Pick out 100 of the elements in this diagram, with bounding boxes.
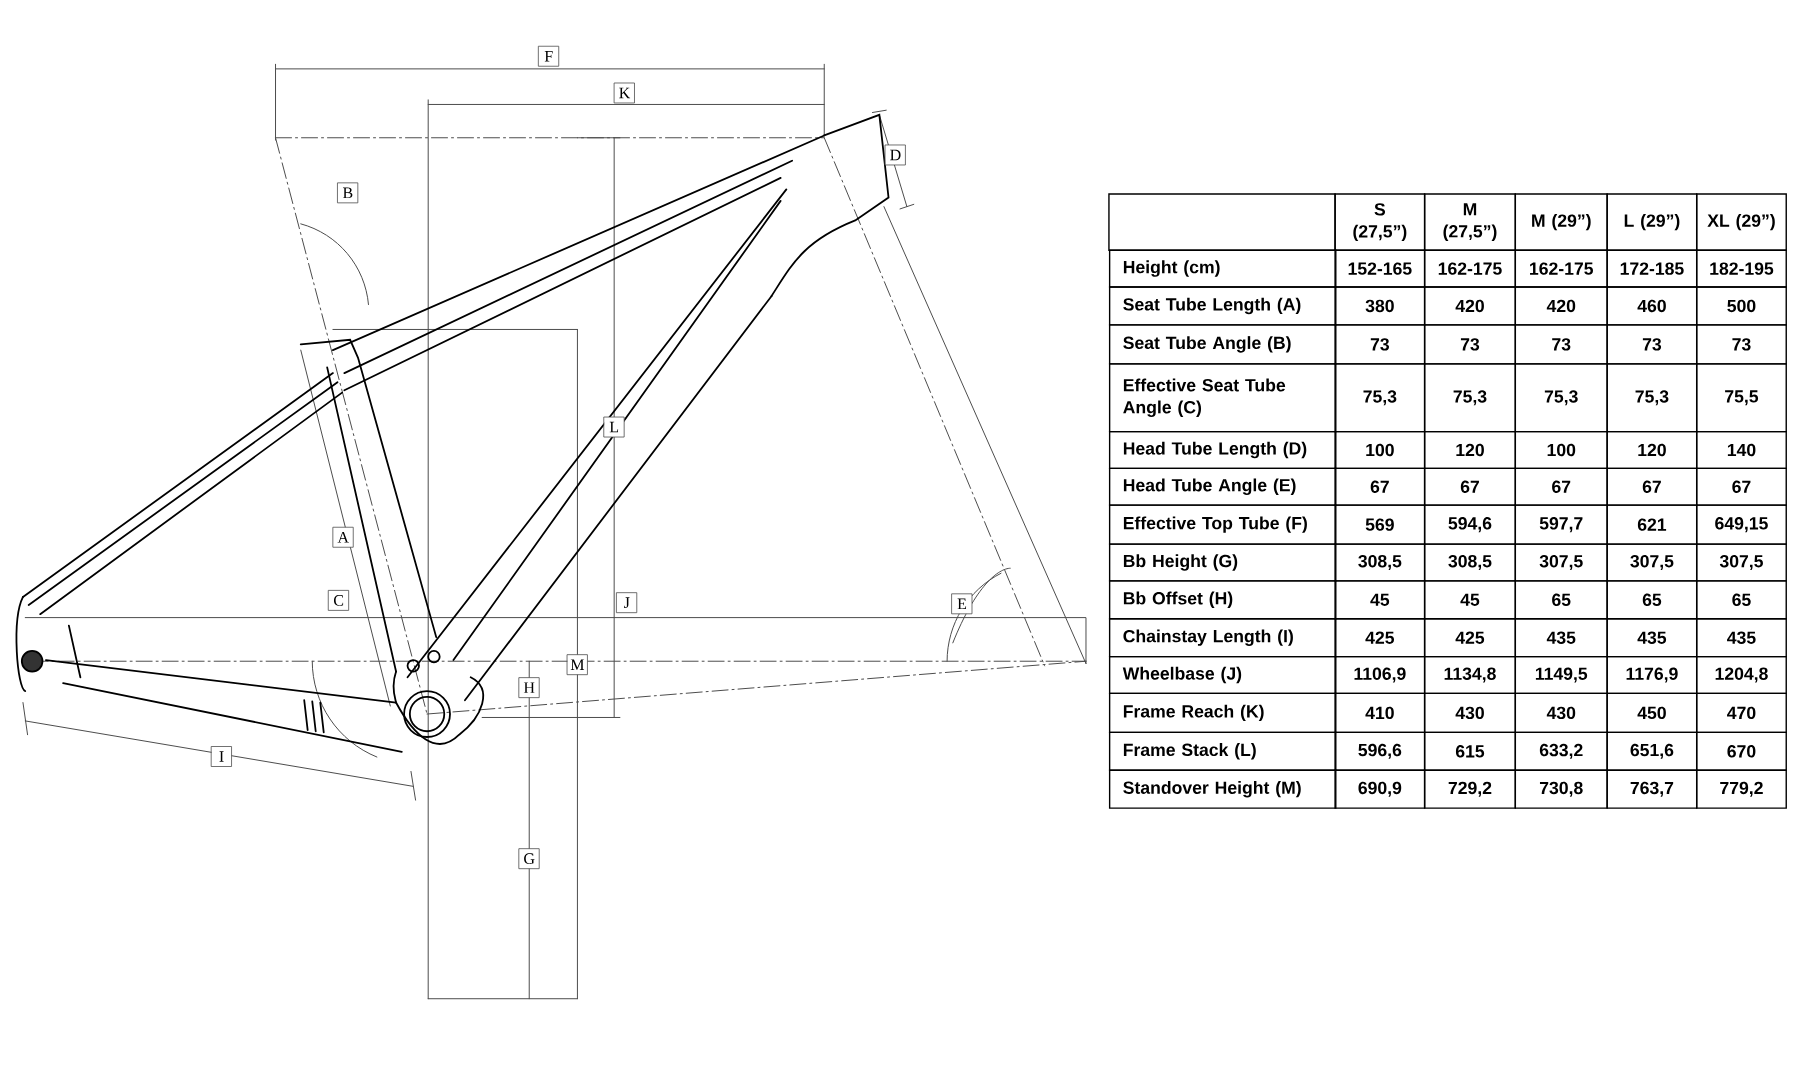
table-cell: 649,15 [1696, 504, 1787, 545]
table-cell: 729,2 [1423, 769, 1516, 809]
table-cell: 1106,9 [1334, 655, 1426, 694]
table-cell: 470 [1696, 692, 1787, 733]
row-header: Frame Stack (L) [1108, 731, 1337, 771]
dimension-letter: D [885, 144, 906, 166]
table-cell: 380 [1334, 286, 1426, 326]
column-header: L (29”) [1606, 193, 1698, 251]
dimension-letter: K [614, 82, 635, 104]
row-header: Head Tube Angle (E) [1108, 467, 1337, 506]
table-cell: 730,8 [1514, 769, 1608, 809]
table-cell: 162-175 [1423, 249, 1516, 288]
table-cell: 596,6 [1334, 731, 1426, 771]
table-cell: 73 [1334, 324, 1426, 365]
table-cell: 140 [1696, 430, 1787, 469]
row-header: Bb Height (G) [1108, 543, 1337, 582]
table-cell: 73 [1423, 324, 1516, 365]
column-header: XL (29”) [1696, 193, 1787, 251]
table-cell: 435 [1606, 617, 1698, 658]
table-cell: 162-175 [1514, 249, 1608, 288]
dimension-letter: B [337, 182, 359, 204]
row-header: Frame Reach (K) [1108, 692, 1337, 733]
table-cell: 621 [1606, 504, 1698, 545]
table-cell: 75,5 [1696, 363, 1787, 433]
dimension-letter: G [518, 848, 540, 869]
table-cell: 100 [1514, 430, 1608, 469]
dimension-letter: E [951, 593, 973, 615]
dimension-letter: J [616, 592, 638, 613]
table-cell: 450 [1606, 692, 1698, 733]
row-header: Standover Height (M) [1108, 769, 1337, 809]
table-cell: 430 [1423, 692, 1516, 733]
table-cell: 307,5 [1514, 543, 1608, 582]
table-cell: 65 [1606, 580, 1698, 620]
table-cell: 75,3 [1514, 363, 1608, 433]
dimension-letter: F [538, 45, 560, 67]
table-cell: 65 [1696, 580, 1787, 620]
table-cell: 67 [1514, 467, 1608, 506]
dimension-letter: A [332, 526, 354, 548]
row-header: Bb Offset (H) [1108, 580, 1337, 620]
table-cell: 435 [1696, 617, 1787, 658]
table-cell: 1204,8 [1696, 655, 1787, 694]
table-cell: 172-185 [1606, 249, 1698, 288]
dimension-letter: L [603, 416, 625, 438]
table-cell: 308,5 [1334, 543, 1426, 582]
table-cell: 420 [1423, 286, 1516, 326]
table-cell: 430 [1514, 692, 1608, 733]
table-cell: 1149,5 [1514, 655, 1608, 694]
row-header: Head Tube Length (D) [1108, 430, 1337, 469]
table-cell: 779,2 [1696, 769, 1787, 809]
table-cell: 1134,8 [1423, 655, 1516, 694]
column-header: S (27,5”) [1334, 193, 1426, 251]
table-cell: 67 [1696, 467, 1787, 506]
table-cell: 152-165 [1334, 249, 1426, 288]
row-header: Wheelbase (J) [1108, 655, 1337, 694]
table-cell: 690,9 [1334, 769, 1426, 809]
table-cell: 1176,9 [1606, 655, 1698, 694]
table-cell: 45 [1334, 580, 1426, 620]
table-cell: 425 [1423, 617, 1516, 658]
table-cell: 308,5 [1423, 543, 1516, 582]
dimension-letter: M [567, 654, 588, 675]
table-cell: 420 [1514, 286, 1608, 326]
table-cell: 73 [1606, 324, 1698, 365]
table-cell: 120 [1423, 430, 1516, 469]
table-cell: 73 [1696, 324, 1787, 365]
table-cell: 763,7 [1606, 769, 1698, 809]
table-cell: 45 [1423, 580, 1516, 620]
table-cell: 670 [1696, 731, 1787, 771]
table-cell: 65 [1514, 580, 1608, 620]
dimension-letter: C [328, 589, 350, 611]
table-cell: 75,3 [1334, 363, 1426, 433]
table-cell: 425 [1334, 617, 1426, 658]
table-cell: 460 [1606, 286, 1698, 326]
table-cell: 73 [1514, 324, 1608, 365]
row-header: Effective Top Tube (F) [1108, 504, 1337, 545]
table-cell: 120 [1606, 430, 1698, 469]
table-cell: 67 [1606, 467, 1698, 506]
table-cell: 435 [1514, 617, 1608, 658]
table-cell: 615 [1423, 731, 1516, 771]
row-header: Seat Tube Length (A) [1108, 286, 1337, 326]
dimension-letter: I [211, 746, 232, 767]
table-cell: 410 [1334, 692, 1426, 733]
row-header: Seat Tube Angle (B) [1108, 324, 1337, 365]
table-cell: 597,7 [1514, 504, 1608, 545]
table-cell: 67 [1423, 467, 1516, 506]
column-header: M (27,5”) [1423, 193, 1516, 251]
table-cell: 651,6 [1606, 731, 1698, 771]
table-cell: 569 [1334, 504, 1426, 545]
row-header: Height (cm) [1108, 249, 1337, 288]
table-cell: 307,5 [1696, 543, 1787, 582]
table-cell: 500 [1696, 286, 1787, 326]
table-cell: 307,5 [1606, 543, 1698, 582]
table-cell: 67 [1334, 467, 1426, 506]
table-cell: 594,6 [1423, 504, 1516, 545]
table-cell: 633,2 [1514, 731, 1608, 771]
table-cell: 75,3 [1606, 363, 1698, 433]
row-header: Effective Seat Tube Angle (C) [1108, 363, 1337, 433]
row-header: Chainstay Length (I) [1108, 617, 1337, 658]
dimension-letter: H [518, 677, 540, 698]
table-cell: 100 [1334, 430, 1426, 469]
column-header: M (29”) [1514, 193, 1608, 251]
